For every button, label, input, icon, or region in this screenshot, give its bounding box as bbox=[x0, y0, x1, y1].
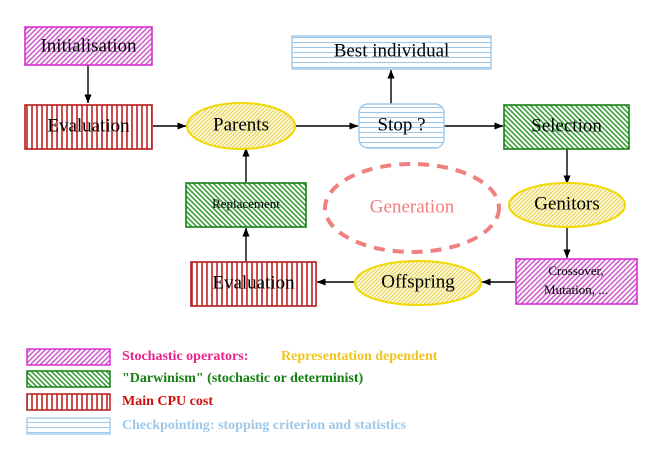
legend-label-checkpointing: Checkpointing: stopping criterion and st… bbox=[122, 418, 406, 433]
legend-row-checkpointing: Checkpointing: stopping criterion and st… bbox=[26, 417, 406, 435]
node-selection-shape bbox=[503, 104, 630, 150]
node-parents-shape bbox=[186, 102, 296, 150]
node-initialisation-label: Initialisation bbox=[40, 35, 137, 56]
legend-swatch-green-diagonal-hatch bbox=[26, 370, 111, 388]
legend-label-representation-dependent: Representation dependent bbox=[281, 349, 438, 364]
legend-row-main-cpu-cost: Main CPU cost bbox=[26, 393, 213, 411]
legend-swatch-red-vertical-hatch bbox=[26, 393, 111, 411]
node-evaluation-top-label: Evaluation bbox=[47, 115, 130, 136]
node-offspring-shape bbox=[354, 260, 482, 306]
node-stop[interactable]: Stop ? bbox=[358, 103, 445, 149]
node-best-individual-label: Best individual bbox=[334, 40, 450, 61]
legend-label-darwinism: "Darwinism" (stochastic or determinist) bbox=[122, 371, 364, 386]
node-evaluation-bottom[interactable]: Evaluation bbox=[190, 261, 317, 307]
legend-swatch-blue-horizontal-hatch bbox=[26, 417, 111, 435]
node-variation-shape bbox=[515, 258, 638, 305]
node-genitors-label: Genitors bbox=[534, 193, 599, 214]
node-replacement-shape bbox=[185, 182, 307, 228]
node-variation-label-line2: Mutation, ... bbox=[544, 282, 608, 297]
node-selection[interactable]: Selection bbox=[503, 104, 630, 150]
node-stop-shape bbox=[358, 103, 445, 149]
node-evaluation-top-shape bbox=[24, 104, 153, 150]
node-evaluation-bottom-shape bbox=[190, 261, 317, 307]
node-generation-shape bbox=[323, 162, 501, 254]
node-evaluation-top[interactable]: Evaluation bbox=[24, 104, 153, 150]
node-stop-label: Stop ? bbox=[377, 114, 425, 135]
node-evaluation-bottom-label: Evaluation bbox=[212, 272, 295, 293]
legend-swatch-magenta-diagonal-hatch bbox=[26, 348, 111, 366]
node-parents-label: Parents bbox=[213, 114, 269, 135]
node-generation-label: Generation bbox=[370, 196, 455, 217]
node-genitors-shape bbox=[508, 182, 626, 228]
node-variation-label-line1: Crossover, bbox=[548, 263, 603, 278]
node-initialisation[interactable]: Initialisation bbox=[24, 26, 153, 66]
node-generation: Generation bbox=[323, 162, 501, 254]
node-genitors[interactable]: Genitors bbox=[508, 182, 626, 228]
node-replacement[interactable]: Replacement bbox=[185, 182, 307, 228]
node-selection-label: Selection bbox=[531, 115, 602, 136]
diagram-edges bbox=[84, 64, 571, 286]
node-offspring[interactable]: Offspring bbox=[354, 260, 482, 306]
node-offspring-label: Offspring bbox=[381, 271, 455, 292]
node-best-individual-shape bbox=[291, 35, 492, 70]
node-replacement-label: Replacement bbox=[212, 196, 280, 211]
node-parents[interactable]: Parents bbox=[186, 102, 296, 150]
node-best-individual[interactable]: Best individual bbox=[291, 35, 492, 70]
node-initialisation-shape bbox=[24, 26, 153, 66]
node-variation-operators[interactable]: Crossover, Mutation, ... bbox=[515, 258, 638, 305]
legend: Stochastic operators: Representation dep… bbox=[26, 348, 438, 435]
legend-label-stochastic-operators: Stochastic operators: bbox=[122, 349, 248, 364]
legend-label-main-cpu-cost: Main CPU cost bbox=[122, 394, 213, 409]
legend-row-stochastic-operators: Stochastic operators: Representation dep… bbox=[26, 348, 438, 366]
legend-row-darwinism: "Darwinism" (stochastic or determinist) bbox=[26, 370, 364, 388]
